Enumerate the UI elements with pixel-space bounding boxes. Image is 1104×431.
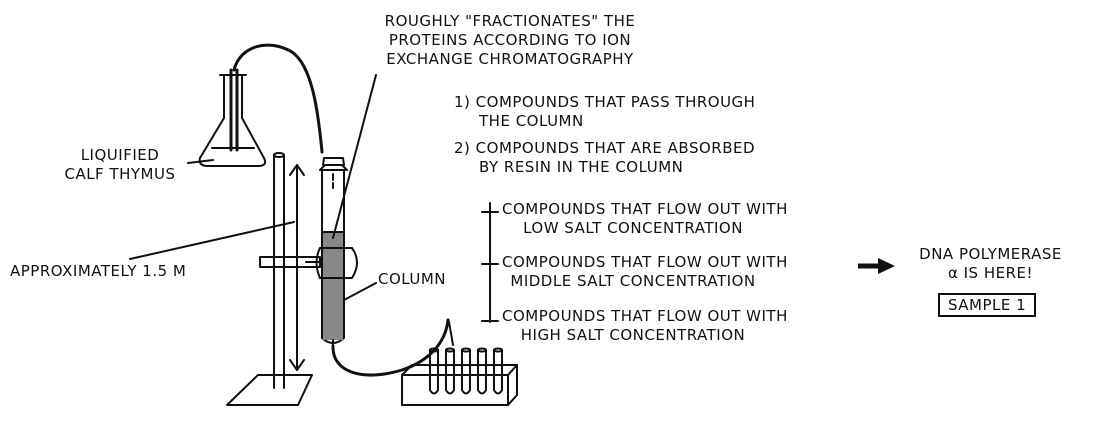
flask-label-line: LIQUIFIED [80,146,160,164]
erlenmeyer-flask [198,68,267,167]
fraction-line: COMPOUNDS THAT FLOW OUT WITH [502,307,788,325]
column-clamp [315,247,358,279]
step-line: THE COLUMN [479,112,584,130]
step-line: BY RESIN IN THE COLUMN [479,158,684,176]
caption-text: ROUGHLY "FRACTIONATES" THE PROTEINS ACCO… [360,12,660,69]
column-leader [343,282,377,301]
caption-leader [332,74,377,239]
fraction-bracket [481,202,499,323]
column [319,157,348,347]
height-leader [129,221,295,260]
flask-label: LIQUIFIED CALF THYMUS [50,146,190,184]
fraction-line: MIDDLE SALT CONCENTRATION [510,272,756,290]
step-line: 2) COMPOUNDS THAT ARE ABSORBED [454,139,756,157]
fraction-item: COMPOUNDS THAT FLOW OUT WITH MIDDLE SALT… [502,253,788,291]
ring-stand [226,152,331,406]
flask-label-line: CALF THYMUS [64,165,176,183]
step-item: 1) COMPOUNDS THAT PASS THROUGH THE COLUM… [454,93,755,131]
fraction-item: COMPOUNDS THAT FLOW OUT WITH HIGH SALT C… [502,307,788,345]
sample-badge: SAMPLE 1 [938,293,1037,317]
feed-tube [232,43,324,154]
step-item: 2) COMPOUNDS THAT ARE ABSORBED BY RESIN … [454,139,755,177]
column-label: COLUMN [378,270,447,288]
result-line: DNA POLYMERASE [919,245,1062,263]
outlet-tube [331,318,450,377]
fraction-line: LOW SALT CONCENTRATION [523,219,743,237]
fraction-line: HIGH SALT CONCENTRATION [520,326,746,344]
result-arrow [858,258,895,274]
fraction-line: COMPOUNDS THAT FLOW OUT WITH [502,253,788,271]
caption-line: EXCHANGE CHROMATOGRAPHY [386,50,634,68]
height-arrow [289,164,305,371]
caption-line: PROTEINS ACCORDING TO ION [388,31,632,49]
result-label: DNA POLYMERASE α IS HERE! [898,245,1083,283]
test-tube-rack [401,347,518,406]
result-line: α IS HERE! [947,264,1034,282]
height-label: APPROXIMATELY 1.5 M [10,262,187,280]
flask-leader [187,159,214,164]
fraction-item: COMPOUNDS THAT FLOW OUT WITH LOW SALT CO… [502,200,788,238]
fraction-line: COMPOUNDS THAT FLOW OUT WITH [502,200,788,218]
caption-line: ROUGHLY "FRACTIONATES" THE [384,12,636,30]
step-line: 1) COMPOUNDS THAT PASS THROUGH [454,93,756,111]
